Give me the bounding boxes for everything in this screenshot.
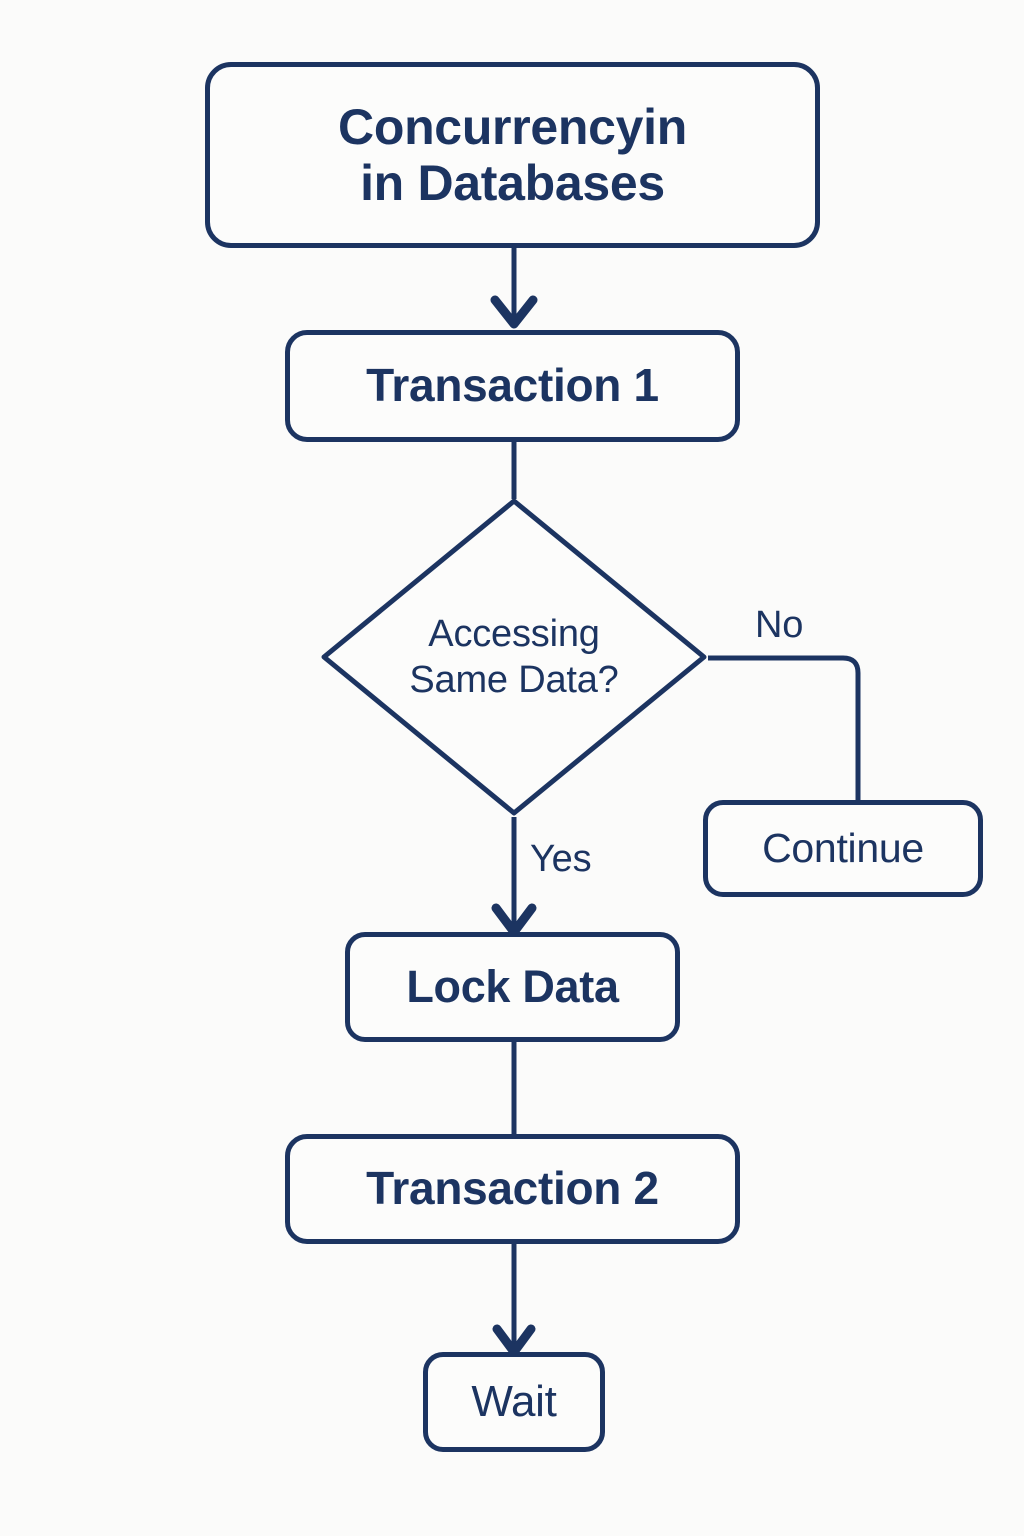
node-wait-label: Wait bbox=[471, 1377, 557, 1427]
node-transaction-1-label: Transaction 1 bbox=[366, 359, 659, 412]
node-lock-data-label: Lock Data bbox=[406, 960, 619, 1012]
node-continue: Continue bbox=[703, 800, 983, 897]
diamond-shape-icon bbox=[321, 498, 707, 816]
node-transaction-2-label: Transaction 2 bbox=[366, 1162, 659, 1215]
node-wait: Wait bbox=[423, 1352, 605, 1452]
node-continue-label: Continue bbox=[762, 824, 924, 871]
edge-title-to-transaction-1 bbox=[490, 248, 538, 329]
edge-label-no: No bbox=[755, 604, 804, 646]
edge-decision-to-continue bbox=[708, 655, 861, 800]
node-title-label: Concurrencyin in Databases bbox=[338, 99, 687, 211]
node-decision-label: Accessing Same Data? bbox=[409, 612, 619, 701]
edge-label-yes: Yes bbox=[530, 838, 592, 880]
node-decision-accessing-same-data: Accessing Same Data? bbox=[320, 497, 708, 817]
edge-decision-to-lock-data bbox=[491, 817, 537, 937]
node-transaction-2: Transaction 2 bbox=[285, 1134, 740, 1244]
node-lock-data: Lock Data bbox=[345, 932, 680, 1042]
node-title: Concurrencyin in Databases bbox=[205, 62, 820, 248]
node-transaction-1: Transaction 1 bbox=[285, 330, 740, 442]
edge-transaction-2-to-wait bbox=[492, 1244, 536, 1357]
